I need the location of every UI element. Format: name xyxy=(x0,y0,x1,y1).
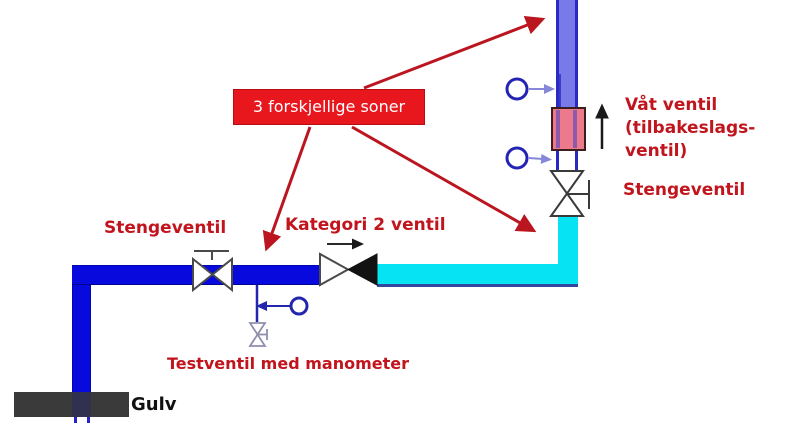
zones-annotation-text: 3 forskjellige soner xyxy=(252,97,406,116)
test-valve-assembly xyxy=(248,285,309,347)
pipe-segment-outline xyxy=(556,150,578,171)
wet-valve-pipe-stripe xyxy=(573,110,577,148)
sprinkler-connection-upper xyxy=(505,77,555,101)
zone-pipe-shadow-edge xyxy=(377,284,578,287)
zones-annotation-box: 3 forskjellige soner xyxy=(233,89,425,125)
label-test-valve: Testventil med manometer xyxy=(167,354,409,373)
test-valve-icon xyxy=(248,322,267,347)
zones-arrow-to-zone-pipe xyxy=(351,125,537,233)
pipe-below-floor-edge xyxy=(74,417,77,423)
label-floor: Gulv xyxy=(131,394,177,415)
pipe-below-floor-edge xyxy=(87,417,90,423)
label-shutoff-valve-right: Stengeventil xyxy=(623,180,746,200)
supply-pipe-horizontal xyxy=(72,265,320,285)
riser-pipe xyxy=(556,0,578,108)
pipe-through-floor xyxy=(72,392,91,417)
manometer-gauge-icon xyxy=(289,296,309,316)
riser-pipe-inner-line xyxy=(559,74,561,108)
label-wet-valve: Våt ventil (tilbakeslags- ventil) xyxy=(625,94,785,163)
supply-pipe-vertical xyxy=(72,265,91,417)
label-category2-valve: Kategori 2 ventil xyxy=(285,215,446,235)
floor-slab xyxy=(14,392,129,417)
zone-pipe-horizontal xyxy=(377,264,578,284)
zone-pipe-vertical xyxy=(558,216,578,266)
shutoff-valve-right-symbol xyxy=(549,170,590,217)
label-wet-valve-line1: Våt ventil xyxy=(625,95,718,115)
label-shutoff-valve-left: Stengeventil xyxy=(104,218,227,238)
category2-valve-symbol xyxy=(319,238,378,287)
label-wet-valve-line2: (tilbakeslags- xyxy=(625,118,756,138)
zones-arrow-to-riser xyxy=(363,15,546,90)
wet-valve-pipe-stripe xyxy=(556,110,560,148)
sprinkler-connection-lower xyxy=(505,146,552,170)
label-wet-valve-line3: ventil) xyxy=(625,141,688,161)
